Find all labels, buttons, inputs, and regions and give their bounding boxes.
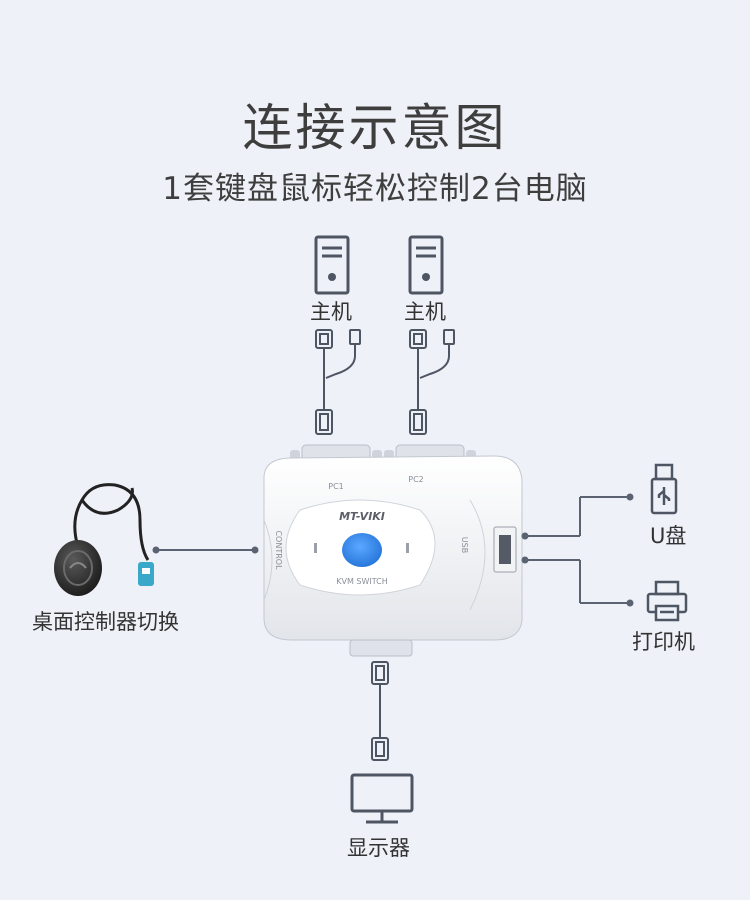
- printer-icon: [646, 580, 688, 622]
- monitor-icon: [350, 773, 414, 824]
- kvm-switch-device: MT-VIKI KVM SWITCH PC1 PC2 CONTROL USB: [263, 444, 523, 657]
- usb-drive-icon: [650, 463, 678, 515]
- vga-cable-icon: [371, 661, 389, 761]
- port-label-pc1: PC1: [328, 482, 344, 491]
- port-label-pc2: PC2: [408, 475, 424, 484]
- vga-usb-cable-icon: [315, 329, 361, 435]
- port-label-control: CONTROL: [274, 530, 283, 570]
- desktop-controller-icon: [54, 483, 154, 596]
- connection-dots: [152, 493, 634, 607]
- host1-label: 主机: [310, 300, 352, 324]
- printer-label: 打印机: [632, 630, 695, 654]
- page-subtitle: 1套键盘鼠标轻松控制2台电脑: [162, 171, 588, 207]
- page-title: 连接示意图: [242, 99, 508, 157]
- usb-label: U盘: [650, 524, 687, 548]
- vga-usb-cable-icon: [409, 329, 455, 435]
- pc-tower-icon: [314, 235, 350, 295]
- switch-button: [342, 533, 382, 567]
- connection-lines: [156, 496, 628, 604]
- device-brand: MT-VIKI: [339, 510, 385, 523]
- port-label-usb: USB: [460, 537, 469, 553]
- monitor-label: 显示器: [347, 836, 410, 860]
- controller-label: 桌面控制器切换: [32, 610, 179, 634]
- host2-label: 主机: [404, 300, 446, 324]
- device-model: KVM SWITCH: [336, 577, 388, 586]
- pc-tower-icon: [408, 235, 444, 295]
